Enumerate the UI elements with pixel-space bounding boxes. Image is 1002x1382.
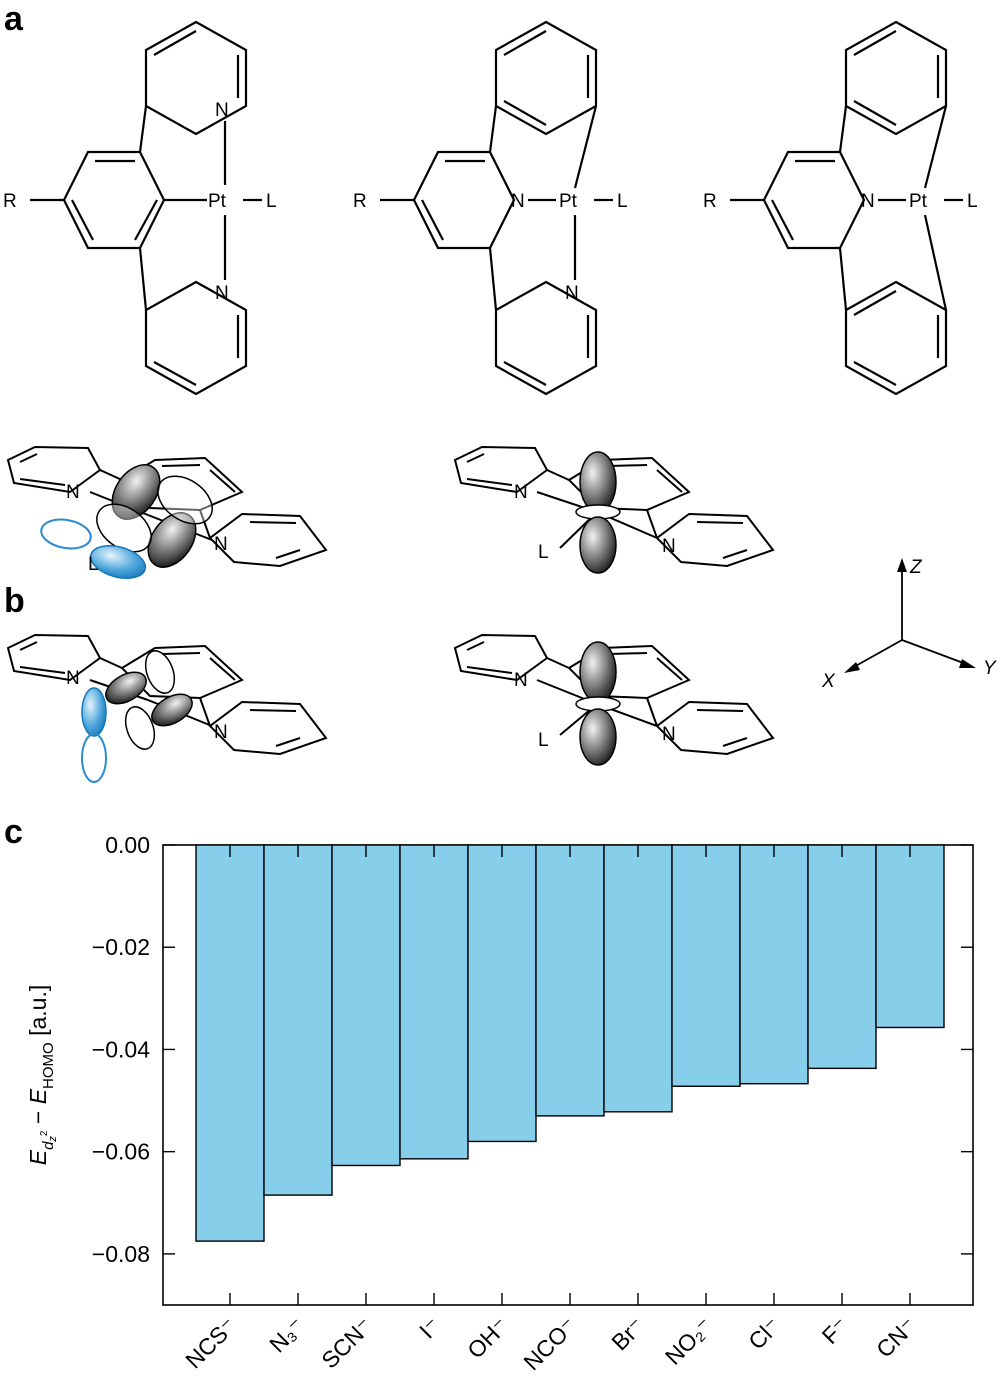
x-tick-label-7: Br⁻ xyxy=(606,1312,649,1355)
panel-a-structures xyxy=(30,20,963,396)
y-tick-label-2: −0.02 xyxy=(92,934,150,960)
axis-y-label: Y xyxy=(983,658,997,679)
orbital-l-label-2: L xyxy=(538,542,549,563)
ligand-label-3: L xyxy=(967,191,978,212)
nitrogen-label-2b: N xyxy=(565,283,579,304)
bar-1 xyxy=(195,844,265,1242)
y-label-sup: 2 xyxy=(39,1130,50,1136)
y-tick-label-5: −0.08 xyxy=(92,1241,150,1267)
orbital-structure-right-top xyxy=(453,445,775,574)
bar-6 xyxy=(535,844,605,1117)
orbital-n-label-5: N xyxy=(66,668,80,689)
y-label-minus: − xyxy=(25,1104,51,1130)
nitrogen-label-1a: N xyxy=(215,100,229,121)
metal-label-1: Pt xyxy=(208,191,227,212)
bar-11 xyxy=(875,844,945,1029)
pyridine-bottom-ring xyxy=(144,280,248,396)
panel-a-atom-labels: R Pt L N N R Pt L N N R Pt L N xyxy=(3,100,978,304)
y-label-sub1: d xyxy=(40,1141,57,1150)
nitrogen-label-1b: N xyxy=(215,283,229,304)
y-label-e2: E xyxy=(25,1088,51,1104)
phenyl-bottom-ring-3 xyxy=(844,280,948,396)
x-tick-label-1: NCS⁻ xyxy=(180,1312,241,1373)
phenyl-top-ring xyxy=(494,20,598,136)
y-tick-label-3: −0.04 xyxy=(92,1036,150,1062)
bar-2 xyxy=(263,844,333,1196)
bar-8 xyxy=(671,844,741,1087)
substituent-label-1: R xyxy=(3,191,17,212)
orbital-l-label-1: L xyxy=(88,554,99,575)
bar-3 xyxy=(331,844,401,1167)
y-tick-label-1: 0.00 xyxy=(105,832,150,858)
y-label-unit: [a.u.] xyxy=(25,985,51,1043)
bar-9 xyxy=(739,844,809,1085)
x-tick-label-2: N₃⁻ xyxy=(264,1312,309,1357)
x-tick-label-4: I⁻ xyxy=(414,1312,445,1343)
nitrogen-label-3a: N xyxy=(861,191,875,212)
ligand-label-2: L xyxy=(617,191,628,212)
orbital-n-label-8: N xyxy=(662,724,676,745)
bar-7 xyxy=(603,844,673,1113)
orbital-l-label-3: L xyxy=(538,730,549,751)
orbital-n-label-4: N xyxy=(662,536,676,557)
y-ticks: 0.00 −0.02 −0.04 −0.06 −0.08 xyxy=(92,832,973,1267)
panel-label-a: a xyxy=(4,0,24,38)
y-label-sub2: HOMO xyxy=(40,1042,57,1089)
bar-chart: 0.00 −0.02 −0.04 −0.06 −0.08 NCS⁻ N₃⁻SCN⁻ I⁻ OH… xyxy=(92,832,974,1375)
metal-label-2: Pt xyxy=(559,191,578,212)
bars xyxy=(195,844,945,1305)
ligand-label-1: L xyxy=(266,191,277,212)
orbital-structure-left-bottom xyxy=(6,633,328,783)
bar-5 xyxy=(467,844,537,1143)
x-tick-label-6: NCO⁻ xyxy=(518,1312,581,1375)
pyridine-top-ring xyxy=(144,20,248,136)
orbital-n-label-1: N xyxy=(66,482,80,503)
panel-b-atom-labels: N N L N N L N N N N L xyxy=(66,482,676,751)
x-tick-label-8: NO₂⁻ xyxy=(660,1312,718,1370)
panel-b-orbitals xyxy=(6,445,775,783)
orbital-n-label-2: N xyxy=(214,534,228,555)
x-tick-label-9: Cl⁻ xyxy=(743,1312,785,1354)
coordinate-axes xyxy=(844,558,976,673)
structure-1 xyxy=(30,20,262,396)
nitrogen-label-2a: N xyxy=(511,191,525,212)
bar-10 xyxy=(807,844,877,1070)
x-tick-label-5: OH⁻ xyxy=(462,1312,513,1363)
pyridine-central-ring xyxy=(412,150,516,250)
pyridine-bottom-ring-2 xyxy=(494,280,598,396)
x-tick-label-11: CN⁻ xyxy=(871,1312,921,1362)
y-axis-label: Edz2 − EHOMO [a.u.] xyxy=(25,985,59,1166)
metal-label-3: Pt xyxy=(909,191,928,212)
substituent-label-2: R xyxy=(353,191,367,212)
orbital-n-label-6: N xyxy=(214,722,228,743)
orbital-n-label-3: N xyxy=(514,482,528,503)
panel-label-b: b xyxy=(4,582,25,620)
pyridine-central-ring-3 xyxy=(762,150,866,250)
orbital-structure-right-bottom xyxy=(453,633,775,766)
orbital-n-label-7: N xyxy=(514,670,528,691)
benzene-central-ring xyxy=(62,150,166,250)
axis-x-label: X xyxy=(821,671,836,692)
axis-z-label: Z xyxy=(909,557,923,578)
x-tick-labels: NCS⁻ N₃⁻SCN⁻ I⁻ OH⁻NCO⁻ Br⁻ NO₂⁻ Cl⁻ F⁻ CN⁻ xyxy=(180,1312,921,1375)
substituent-label-3: R xyxy=(703,191,717,212)
y-label-subsub: z xyxy=(47,1136,59,1143)
panel-label-c: c xyxy=(4,813,23,851)
y-tick-label-4: −0.06 xyxy=(92,1139,150,1165)
x-tick-label-3: SCN⁻ xyxy=(316,1312,377,1373)
x-tick-label-10: F⁻ xyxy=(817,1312,854,1349)
structure-3 xyxy=(730,20,963,396)
y-label-e1: E xyxy=(25,1149,51,1165)
phenyl-top-ring-3 xyxy=(844,20,948,136)
orbital-structure-left-top xyxy=(6,445,328,579)
structure-2 xyxy=(380,20,613,396)
bar-4 xyxy=(399,844,469,1160)
